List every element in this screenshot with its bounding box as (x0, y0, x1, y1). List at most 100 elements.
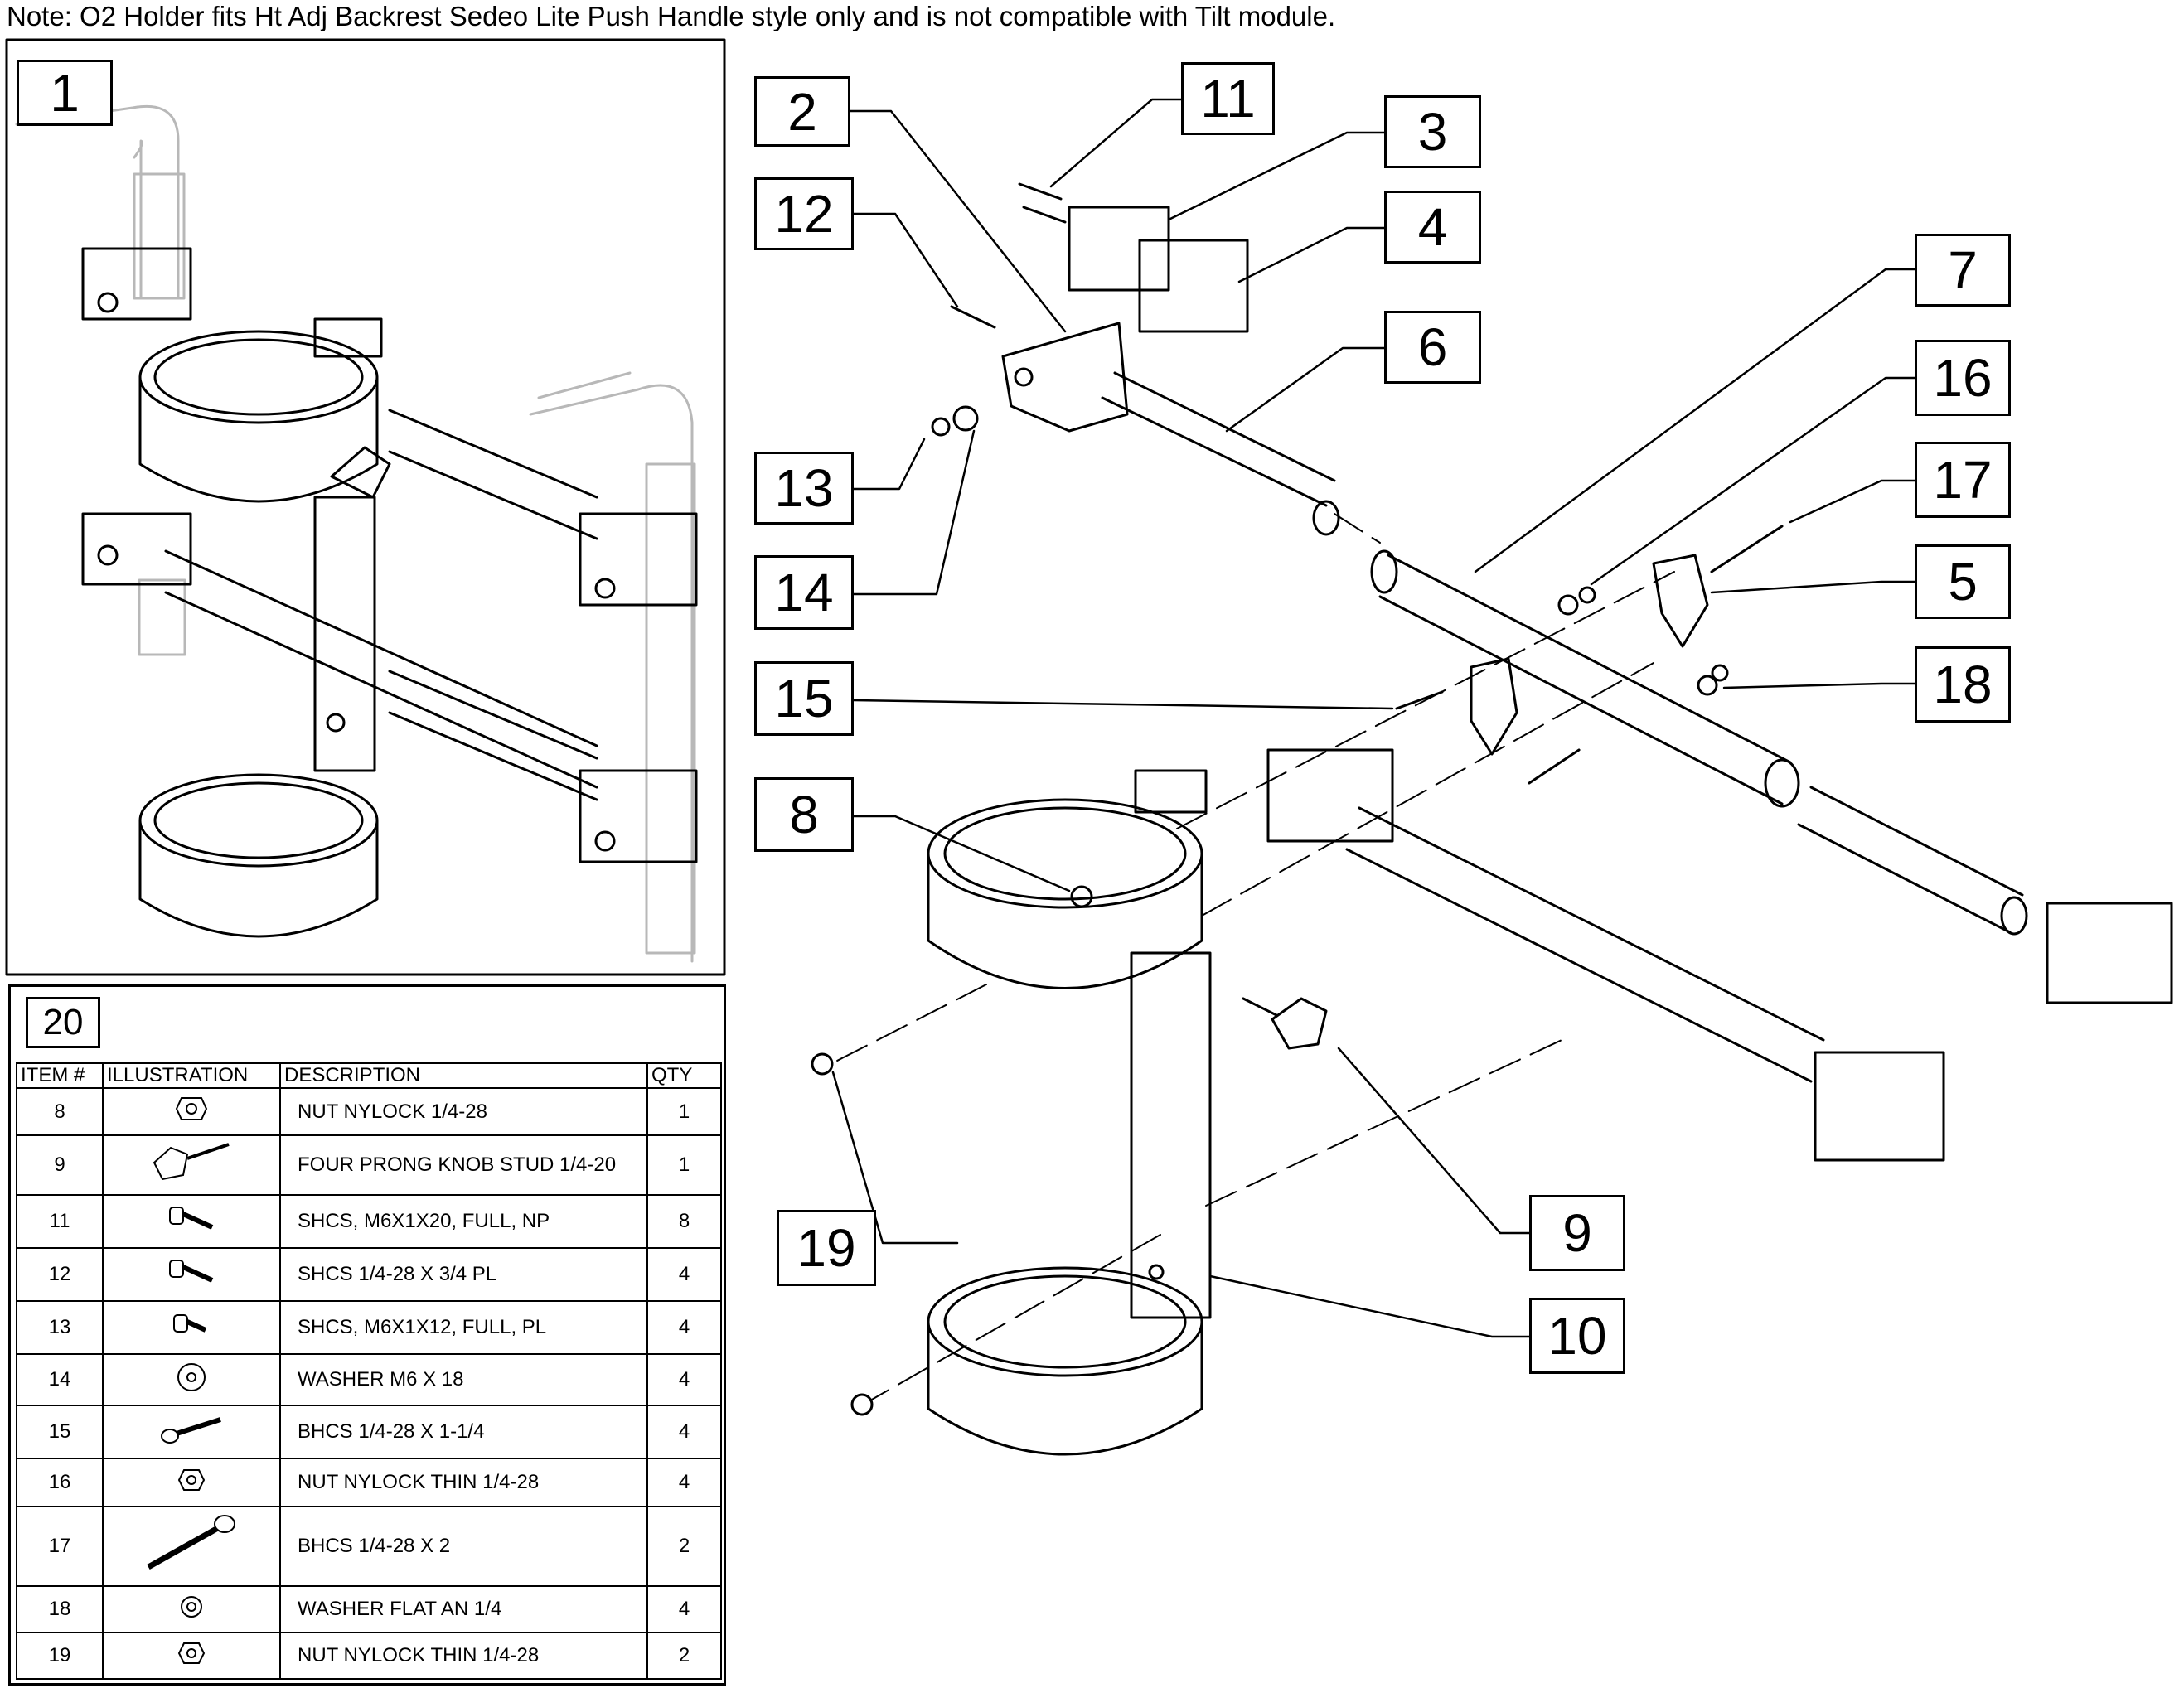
callout-2: 2 (754, 76, 850, 147)
item-description: SHCS, M6X1X12, FULL, PL (279, 1300, 648, 1355)
header-description: DESCRIPTION (279, 1062, 648, 1089)
knob-stud-icon (102, 1134, 281, 1196)
button-screw-icon (102, 1405, 281, 1459)
item-number: 8 (16, 1087, 104, 1136)
parts-table-grid: ITEM # ILLUSTRATION DESCRIPTION QTY 8 NU… (16, 1062, 722, 1680)
washer-icon (102, 1353, 281, 1406)
item-description: NUT NYLOCK THIN 1/4-28 (279, 1458, 648, 1507)
item-qty: 1 (646, 1087, 722, 1136)
holder-10 (927, 769, 1212, 1456)
callout-4: 4 (1384, 191, 1481, 264)
item-number: 19 (16, 1632, 104, 1680)
item-number: 17 (16, 1506, 104, 1587)
clamp-3-4 (1068, 206, 1249, 333)
table-row: 11 SHCS, M6X1X20, FULL, NP 8 (16, 1194, 722, 1249)
leader-lines (831, 98, 1916, 1338)
item-description: BHCS 1/4-28 X 1-1/4 (279, 1405, 648, 1459)
assembly-lines (836, 513, 1675, 1401)
item-description: FOUR PRONG KNOB STUD 1/4-20 (279, 1134, 648, 1196)
item-number: 12 (16, 1247, 104, 1302)
item-description: WASHER M6 X 18 (279, 1353, 648, 1406)
item-number: 14 (16, 1353, 104, 1406)
item-number: 15 (16, 1405, 104, 1459)
thin-nut-icon (102, 1632, 281, 1680)
thin-nut-icon (102, 1458, 281, 1507)
socket-screw-short-icon (102, 1300, 281, 1355)
table-row: 12 SHCS 1/4-28 X 3/4 PL 4 (16, 1247, 722, 1302)
item-qty: 4 (646, 1353, 722, 1406)
table-row: 14 WASHER M6 X 18 4 (16, 1353, 722, 1406)
push-handle-ghost-right (529, 371, 696, 963)
table-callout-20: 20 (26, 997, 100, 1048)
item-description: WASHER FLAT AN 1/4 (279, 1585, 648, 1633)
parts-list-table: 20 ITEM # ILLUSTRATION DESCRIPTION QTY 8… (8, 984, 726, 1686)
callout-8: 8 (754, 777, 854, 852)
long-button-screw-icon (102, 1506, 281, 1587)
clamp-left (1266, 748, 1394, 843)
table-header-row: ITEM # ILLUSTRATION DESCRIPTION QTY (16, 1062, 722, 1089)
item-description: BHCS 1/4-28 X 2 (279, 1506, 648, 1587)
item-description: SHCS 1/4-28 X 3/4 PL (279, 1247, 648, 1302)
push-handle-ghost-left (15, 104, 186, 656)
tube-6 (1101, 371, 1340, 536)
knob-9 (1242, 997, 1328, 1050)
table-row: 9 FOUR PRONG KNOB STUD 1/4-20 1 (16, 1134, 722, 1196)
bar-lower (1345, 806, 1825, 1083)
fasteners (811, 182, 1784, 1416)
bracket-2 (1001, 322, 1129, 433)
item-number: 18 (16, 1585, 104, 1633)
table-row: 8 NUT NYLOCK 1/4-28 1 (16, 1087, 722, 1136)
nylock-nut-icon (102, 1087, 281, 1136)
clamp-5 (1652, 554, 1709, 648)
item-qty: 4 (646, 1300, 722, 1355)
table-row: 13 SHCS, M6X1X12, FULL, PL 4 (16, 1300, 722, 1355)
table-row: 16 NUT NYLOCK THIN 1/4-28 4 (16, 1458, 722, 1507)
table-row: 19 NUT NYLOCK THIN 1/4-28 2 (16, 1632, 722, 1680)
callout-1: 1 (17, 60, 113, 126)
header-qty: QTY (646, 1062, 722, 1089)
callout-11: 11 (1181, 62, 1275, 135)
item-number: 9 (16, 1134, 104, 1196)
clamp-right-bottom (1814, 1051, 1945, 1162)
item-description: NUT NYLOCK 1/4-28 (279, 1087, 648, 1136)
callout-17: 17 (1915, 442, 2011, 518)
item-qty: 4 (646, 1247, 722, 1302)
callout-15: 15 (754, 661, 854, 736)
header-illustration: ILLUSTRATION (102, 1062, 281, 1089)
table-row: 15 BHCS 1/4-28 X 1-1/4 4 (16, 1405, 722, 1459)
header-item: ITEM # (16, 1062, 104, 1089)
flat-washer-icon (102, 1585, 281, 1633)
assembled-holder (81, 247, 698, 938)
table-row: 17 BHCS 1/4-28 X 2 2 (16, 1506, 722, 1587)
item-qty: 4 (646, 1585, 722, 1633)
bar-right (1797, 786, 2028, 936)
note-text: Note: O2 Holder fits Ht Adj Backrest Sed… (7, 1, 1336, 31)
callout-3: 3 (1384, 95, 1481, 168)
item-qty: 2 (646, 1506, 722, 1587)
callout-14: 14 (754, 555, 854, 630)
item-qty: 2 (646, 1632, 722, 1680)
bar-7 (1370, 549, 1800, 808)
clamp-right-top (2046, 902, 2173, 1004)
callout-18: 18 (1915, 646, 2011, 723)
item-number: 16 (16, 1458, 104, 1507)
item-qty: 4 (646, 1458, 722, 1507)
assembled-view-frame (5, 38, 726, 976)
item-number: 11 (16, 1194, 104, 1249)
callout-10: 10 (1529, 1298, 1625, 1374)
item-description: SHCS, M6X1X20, FULL, NP (279, 1194, 648, 1249)
callout-13: 13 (754, 452, 854, 525)
socket-screw-icon (102, 1247, 281, 1302)
item-number: 13 (16, 1300, 104, 1355)
table-row: 18 WASHER FLAT AN 1/4 4 (16, 1585, 722, 1633)
callout-9: 9 (1529, 1195, 1625, 1271)
callout-19: 19 (777, 1210, 876, 1286)
item-qty: 4 (646, 1405, 722, 1459)
callout-12: 12 (754, 177, 854, 250)
item-qty: 1 (646, 1134, 722, 1196)
callout-7: 7 (1915, 234, 2011, 307)
callout-6: 6 (1384, 311, 1481, 384)
socket-screw-icon (102, 1194, 281, 1249)
callout-16: 16 (1915, 340, 2011, 416)
